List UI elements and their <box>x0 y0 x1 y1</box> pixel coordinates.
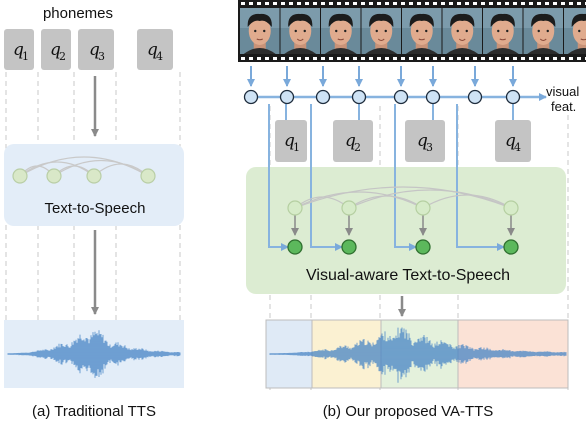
visual-feat-label-line2: feat. <box>551 99 576 114</box>
left-dashed-guides <box>5 72 181 385</box>
svg-text:q: q <box>345 131 356 151</box>
right-phoneme-q4: q 4 <box>495 120 531 162</box>
face-frame <box>280 8 320 54</box>
svg-text:1: 1 <box>22 50 29 63</box>
svg-text:q: q <box>147 40 158 60</box>
va-tts-module-label: Visual-aware Text-to-Speech <box>306 267 510 284</box>
va-hidden-nodes <box>287 200 519 216</box>
va-node-arrows <box>291 215 515 236</box>
va-tts-panel: visual feat. q 1 q 2 q 3 q 4 <box>238 0 586 420</box>
face-frame <box>442 8 482 54</box>
svg-text:q: q <box>50 40 61 60</box>
svg-text:1: 1 <box>293 141 300 154</box>
left-phoneme-q4: q 4 <box>137 29 173 70</box>
right-phoneme-q2: q 2 <box>333 120 373 162</box>
face-frame <box>523 8 563 54</box>
left-phoneme-q3: q 3 <box>78 29 114 70</box>
right-phoneme-q1: q 1 <box>275 120 307 162</box>
visual-feature-nodes <box>243 89 521 105</box>
tts-hidden-nodes <box>12 168 156 184</box>
tts-module <box>4 144 184 226</box>
right-caption: (b) Our proposed VA-TTS <box>323 403 494 420</box>
face-frame <box>321 8 361 54</box>
traditional-tts-panel: phonemes q 1 q 2 q 3 q 4 <box>4 5 184 420</box>
face-frame-icon <box>238 0 586 62</box>
left-caption: (a) Traditional TTS <box>32 403 156 420</box>
svg-text:2: 2 <box>354 141 361 154</box>
left-phoneme-q1: q 1 <box>4 29 34 70</box>
svg-text:q: q <box>284 131 295 151</box>
waveform-icon <box>7 330 181 378</box>
face-frame <box>361 8 401 54</box>
left-phoneme-q2: q 2 <box>41 29 71 70</box>
face-frame <box>240 8 280 54</box>
svg-text:q: q <box>89 40 100 60</box>
svg-text:4: 4 <box>156 50 163 63</box>
svg-text:2: 2 <box>59 50 66 63</box>
svg-text:q: q <box>417 131 428 151</box>
svg-text:q: q <box>13 40 24 60</box>
face-frame <box>564 8 586 54</box>
visual-input-arrows <box>247 66 517 87</box>
svg-text:q: q <box>505 131 516 151</box>
right-phoneme-q3: q 3 <box>405 120 445 162</box>
waveform-icon <box>269 327 567 383</box>
va-fused-nodes <box>287 239 519 255</box>
visual-feat-label-line1: visual <box>546 84 579 99</box>
svg-text:4: 4 <box>514 141 521 154</box>
phonemes-header: phonemes <box>43 5 113 22</box>
face-frame <box>402 8 442 54</box>
svg-text:3: 3 <box>98 50 105 63</box>
tts-module-label: Text-to-Speech <box>45 200 146 217</box>
face-frame <box>483 8 523 54</box>
svg-text:3: 3 <box>426 141 433 154</box>
